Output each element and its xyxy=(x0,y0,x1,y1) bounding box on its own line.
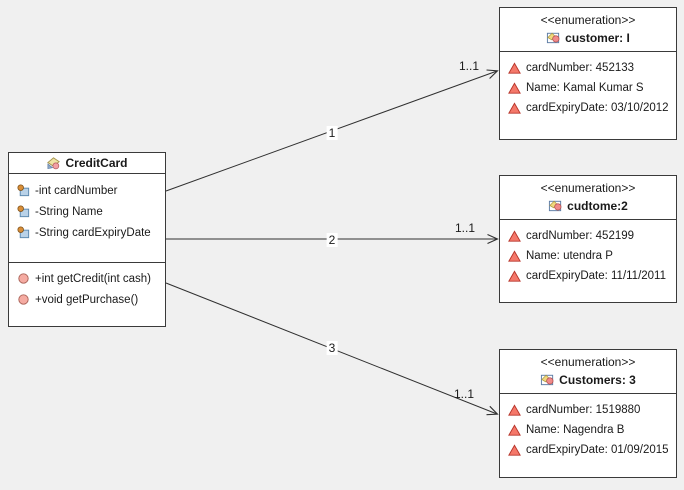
association-3-source-label: 3 xyxy=(326,341,338,355)
enum-item-label: cardExpiryDate: 03/10/2012 xyxy=(526,102,669,114)
triangle-literal-icon xyxy=(507,269,522,284)
enum-item-label: Name: utendra P xyxy=(526,250,613,262)
stereotype-label: <<enumeration>> xyxy=(540,181,636,195)
triangle-literal-icon xyxy=(507,229,522,244)
triangle-literal-icon xyxy=(507,61,522,76)
operation-icon xyxy=(16,292,31,307)
class-attributes-section: -int cardNumber -String Name -String car… xyxy=(9,174,165,262)
attribute-icon xyxy=(16,204,31,219)
attribute-row[interactable]: -String cardExpiryDate xyxy=(16,222,163,243)
stereotype-label: <<enumeration>> xyxy=(540,13,636,27)
association-2-source-label: 2 xyxy=(326,233,338,247)
method-label: +void getPurchase() xyxy=(35,293,139,306)
enum-item-label: Name: Nagendra B xyxy=(526,424,625,436)
operation-icon xyxy=(16,271,31,286)
enum-header: <<enumeration>> cudtome:2 xyxy=(500,176,676,220)
triangle-literal-icon xyxy=(507,443,522,458)
triangle-literal-icon xyxy=(507,423,522,438)
enum-item-row[interactable]: cardNumber: 1519880 xyxy=(507,400,674,420)
class-icon xyxy=(46,156,61,171)
enum-title-line: customer: I xyxy=(500,30,676,45)
enum-items-section: cardNumber: 1519880 Name: Nagendra B car… xyxy=(500,394,676,460)
attribute-icon xyxy=(16,183,31,198)
enumeration-icon xyxy=(540,372,555,387)
enum-item-row[interactable]: cardNumber: 452199 xyxy=(507,226,674,246)
attribute-label: -int cardNumber xyxy=(35,184,118,197)
association-3-target-label: 1..1 xyxy=(453,387,475,401)
enum-item-row[interactable]: Name: utendra P xyxy=(507,246,674,266)
association-2-target-label: 1..1 xyxy=(454,221,476,235)
method-row[interactable]: +void getPurchase() xyxy=(16,289,163,310)
enum-box-cudtome-2[interactable]: <<enumeration>> cudtome:2 cardNumber: 45… xyxy=(499,175,677,303)
triangle-literal-icon xyxy=(507,249,522,264)
enum-box-customers-3[interactable]: <<enumeration>> Customers: 3 cardNumber:… xyxy=(499,349,677,478)
attribute-row[interactable]: -int cardNumber xyxy=(16,180,163,201)
enum-item-row[interactable]: cardExpiryDate: 01/09/2015 xyxy=(507,440,674,460)
enumeration-icon xyxy=(548,198,563,213)
enum-item-row[interactable]: cardNumber: 452133 xyxy=(507,58,674,78)
enum-title: cudtome:2 xyxy=(567,198,628,213)
enum-item-label: cardNumber: 1519880 xyxy=(526,404,641,416)
enum-item-label: cardNumber: 452199 xyxy=(526,230,635,242)
class-box-creditcard[interactable]: CreditCard -int cardNumber -String Name … xyxy=(8,152,166,327)
enum-item-label: cardExpiryDate: 11/11/2011 xyxy=(526,270,666,282)
enum-item-label: cardNumber: 452133 xyxy=(526,62,635,74)
enum-items-section: cardNumber: 452133 Name: Kamal Kumar S c… xyxy=(500,52,676,118)
enum-title: Customers: 3 xyxy=(559,372,636,387)
class-title: CreditCard xyxy=(65,156,128,170)
method-label: +int getCredit(int cash) xyxy=(35,272,152,285)
enum-header: <<enumeration>> Customers: 3 xyxy=(500,350,676,394)
enum-item-row[interactable]: Name: Kamal Kumar S xyxy=(507,78,674,98)
enum-items-section: cardNumber: 452199 Name: utendra P cardE… xyxy=(500,220,676,286)
attribute-label: -String cardExpiryDate xyxy=(35,226,151,239)
attribute-row[interactable]: -String Name xyxy=(16,201,163,222)
association-1-target-label: 1..1 xyxy=(458,59,480,73)
enum-title-line: Customers: 3 xyxy=(500,372,676,387)
enum-item-label: Name: Kamal Kumar S xyxy=(526,82,644,94)
enum-header: <<enumeration>> customer: I xyxy=(500,8,676,52)
enum-item-label: cardExpiryDate: 01/09/2015 xyxy=(526,444,669,456)
enum-box-customer-1[interactable]: <<enumeration>> customer: I cardNumber: … xyxy=(499,7,677,140)
enumeration-icon xyxy=(546,30,561,45)
attribute-label: -String Name xyxy=(35,205,103,218)
attribute-icon xyxy=(16,225,31,240)
method-row[interactable]: +int getCredit(int cash) xyxy=(16,268,163,289)
triangle-literal-icon xyxy=(507,403,522,418)
class-header: CreditCard xyxy=(9,153,165,174)
enum-title-line: cudtome:2 xyxy=(500,198,676,213)
triangle-literal-icon xyxy=(507,101,522,116)
enum-title: customer: I xyxy=(565,30,630,45)
triangle-literal-icon xyxy=(507,81,522,96)
class-methods-section: +int getCredit(int cash) +void getPurcha… xyxy=(9,262,165,310)
stereotype-label: <<enumeration>> xyxy=(540,355,636,369)
enum-item-row[interactable]: Name: Nagendra B xyxy=(507,420,674,440)
association-1-source-label: 1 xyxy=(326,126,338,140)
enum-item-row[interactable]: cardExpiryDate: 11/11/2011 xyxy=(507,266,674,286)
enum-item-row[interactable]: cardExpiryDate: 03/10/2012 xyxy=(507,98,674,118)
